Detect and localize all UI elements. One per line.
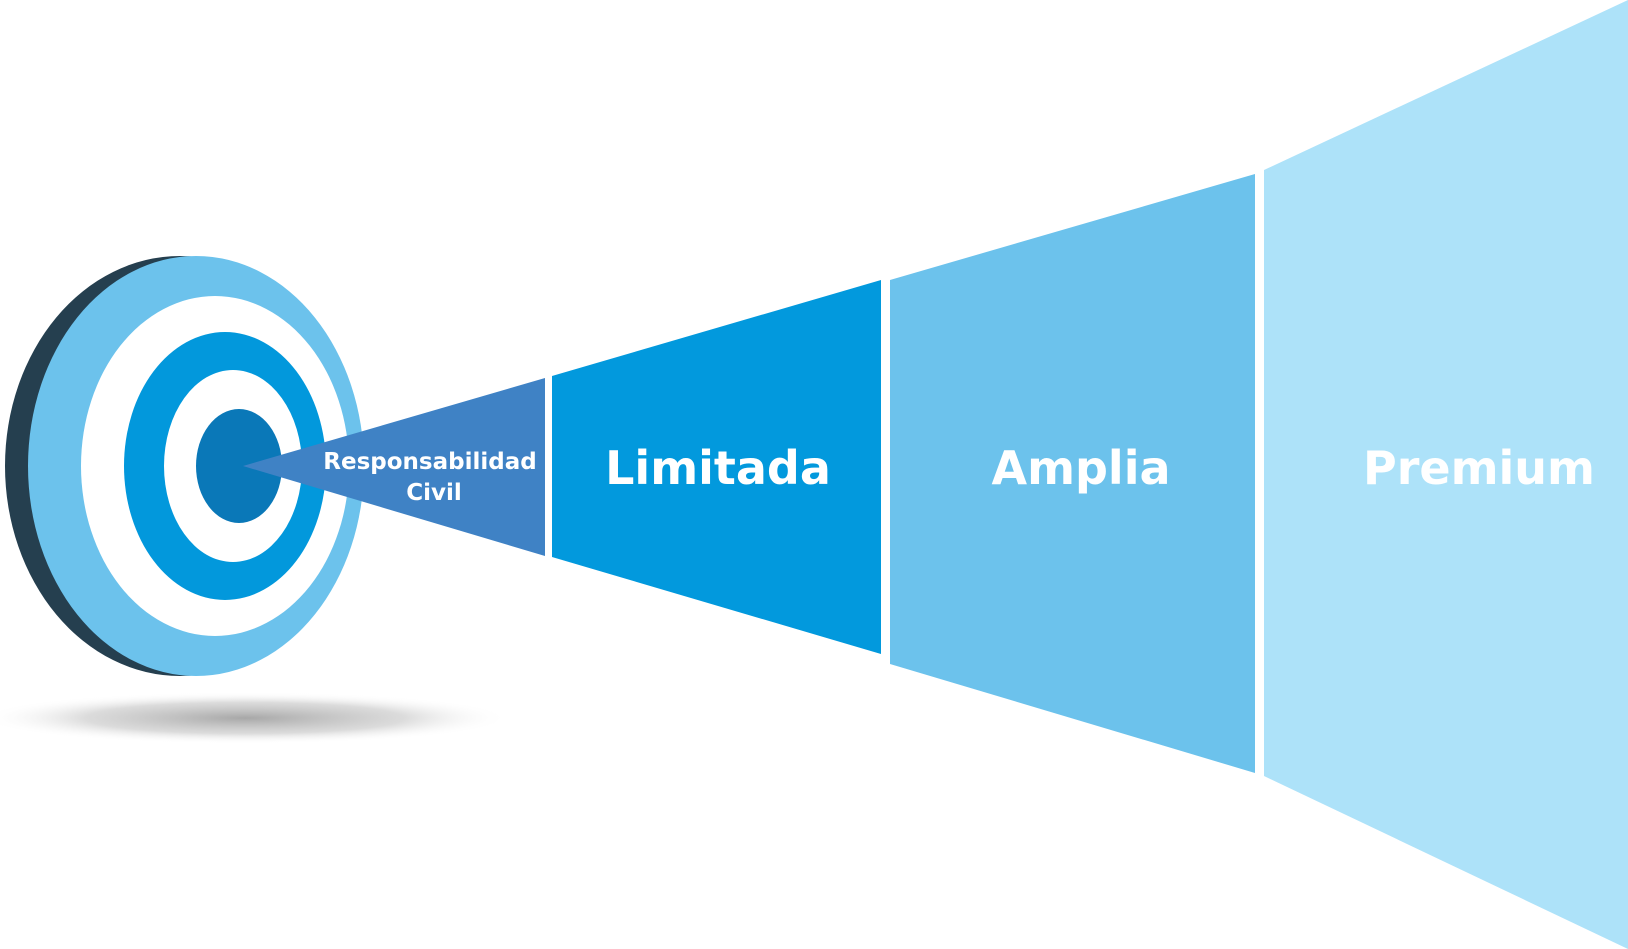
tier-label-premium: Premium (1363, 441, 1595, 495)
tier-segment-premium (1264, 0, 1628, 949)
tier-segment-limitada (552, 280, 881, 654)
tier-label-line: Responsabilidad (323, 449, 536, 475)
target-icon (5, 256, 364, 676)
target-bullseye (196, 409, 282, 523)
tier-label-limitada: Limitada (605, 441, 831, 495)
tier-label-amplia: Amplia (991, 441, 1170, 495)
tier-segment-amplia (890, 174, 1255, 773)
tier-label-responsabilidad-civil: Responsabilidad Civil (323, 449, 544, 506)
tier-segment-responsabilidad-civil (243, 378, 545, 556)
tier-label-line: Civil (406, 480, 462, 506)
target-shadow (0, 692, 510, 744)
